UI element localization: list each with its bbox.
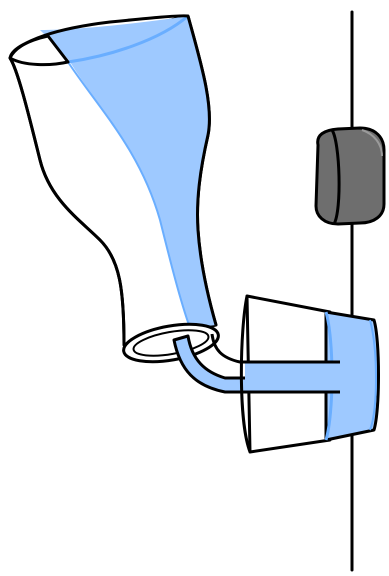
funnel-icon <box>10 16 221 368</box>
cup-icon <box>241 296 378 452</box>
wall-knob-icon <box>316 128 384 224</box>
